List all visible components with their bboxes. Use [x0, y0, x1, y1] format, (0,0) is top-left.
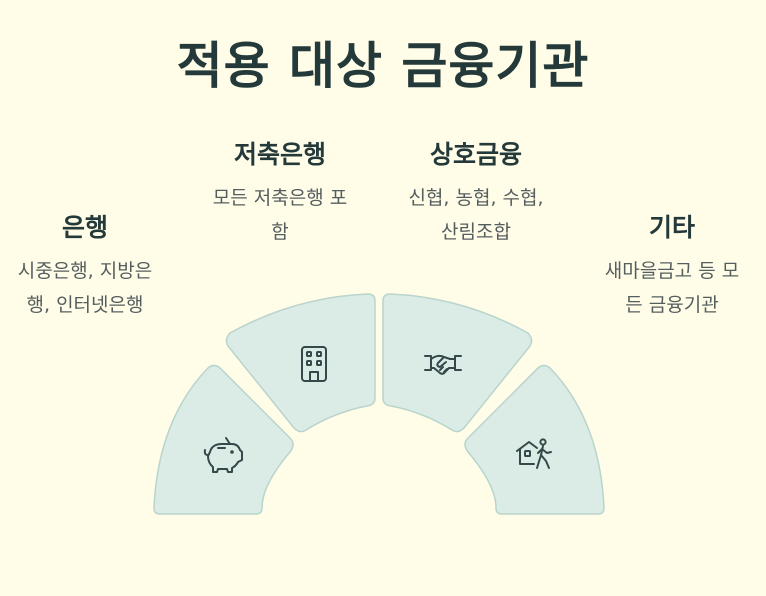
- segment-desc-line: 시중은행, 지방은: [17, 260, 153, 282]
- handshake-icon: [424, 354, 462, 375]
- segment-desc-others: 새마을금고 등 모 든 금융기관: [590, 254, 754, 322]
- segment-desc-line: 새마을금고 등 모: [604, 260, 740, 282]
- segment-mutual-finance[interactable]: [382, 293, 533, 433]
- segment-desc-line: 신협, 농협, 수협,: [408, 187, 544, 209]
- segment-desc-line: 모든 저축은행 포: [212, 187, 348, 209]
- segment-desc-bank: 시중은행, 지방은 행, 인터넷은행: [4, 254, 166, 322]
- segment-desc-line: 행, 인터넷은행: [26, 294, 144, 316]
- segment-title-mutual-finance: 상호금융: [429, 140, 522, 169]
- piggy-bank-icon: [203, 437, 243, 473]
- segment-savings-bank[interactable]: [225, 293, 376, 433]
- segment-label-savings-bank: 저축은행 모든 저축은행 포 함: [198, 137, 362, 249]
- segment-desc-line: 함: [271, 221, 289, 243]
- page-title: 적용 대상 금융기관: [176, 37, 590, 95]
- segment-desc-mutual-finance: 신협, 농협, 수협, 산림조합: [396, 181, 556, 249]
- segment-label-mutual-finance: 상호금융 신협, 농협, 수협, 산림조합: [396, 137, 556, 249]
- house-person-icon: [516, 438, 552, 469]
- segment-desc-line: 든 금융기관: [625, 294, 719, 316]
- segment-bank[interactable]: [153, 364, 294, 515]
- segment-title-savings-bank: 저축은행: [233, 140, 326, 169]
- segment-label-others: 기타 새마을금고 등 모 든 금융기관: [590, 210, 754, 322]
- segment-desc-savings-bank: 모든 저축은행 포 함: [198, 181, 362, 249]
- segment-desc-line: 산림조합: [441, 221, 511, 243]
- segment-others[interactable]: [464, 364, 605, 515]
- segment-label-bank: 은행 시중은행, 지방은 행, 인터넷은행: [4, 210, 166, 322]
- segment-title-others: 기타: [648, 213, 695, 242]
- segment-title-bank: 은행: [61, 213, 108, 242]
- building-icon: [301, 346, 327, 382]
